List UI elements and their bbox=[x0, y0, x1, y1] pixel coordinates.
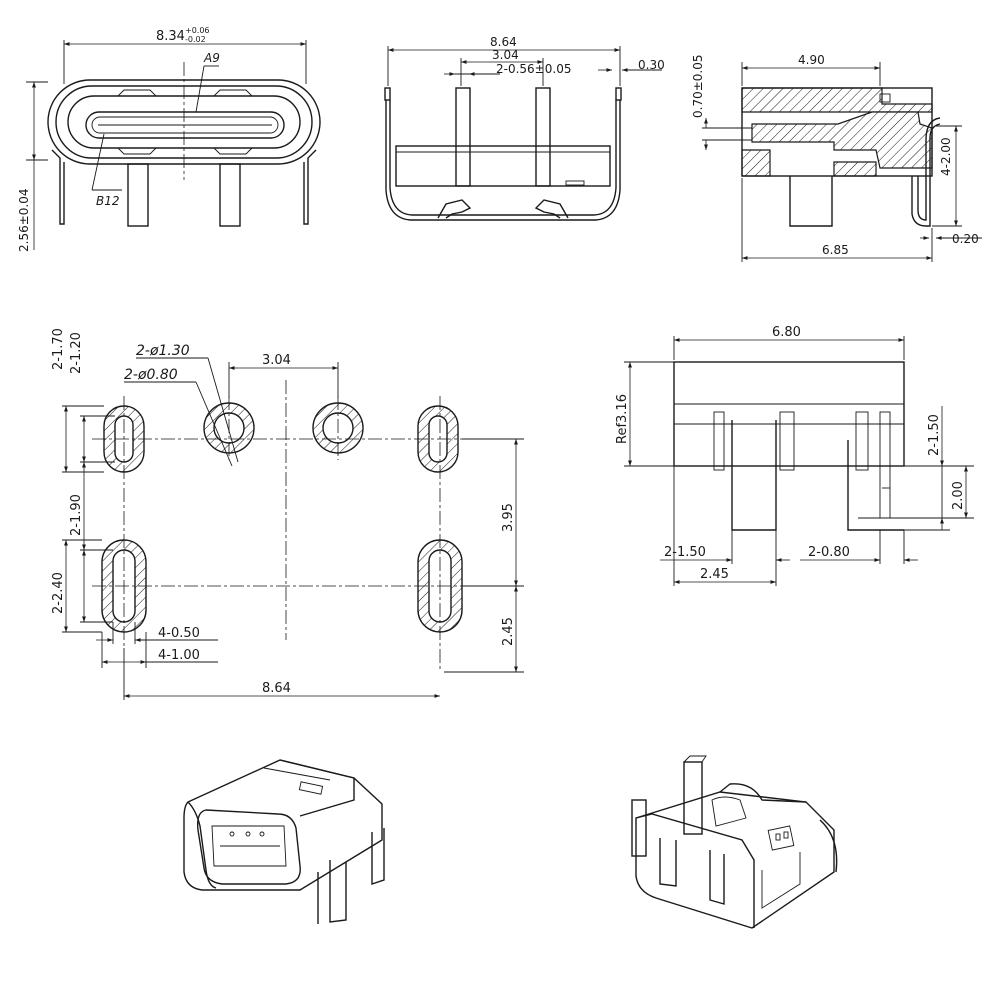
side-thickness-label: 0.20 bbox=[952, 232, 979, 246]
slot-pad-width-label: 4-1.00 bbox=[158, 648, 200, 663]
side-view: 4.90 0.70±0.05 4-2.00 0.20 6.85 bbox=[691, 53, 982, 262]
side-leg-label: 4-2.00 bbox=[939, 137, 953, 176]
slot-drill-width-label: 4-0.50 bbox=[158, 626, 200, 641]
bottom-offset-label: 2.45 bbox=[501, 617, 516, 646]
side-length-label: 4.90 bbox=[798, 53, 825, 67]
isometric-rear-view bbox=[631, 755, 838, 929]
side-shell-label: 0.70±0.05 bbox=[691, 55, 705, 119]
bottom-leg-width-label: 2-1.50 bbox=[664, 545, 706, 560]
front-width-label: 8.34 bbox=[156, 29, 185, 44]
pin-a-label: A9 bbox=[203, 51, 220, 65]
rear-pitch-label: 3.04 bbox=[492, 48, 519, 62]
rear-overall-label: 8.64 bbox=[490, 35, 517, 49]
hole-pad-label: 2-ø1.30 bbox=[136, 343, 190, 359]
side-overall-label: 6.85 bbox=[822, 243, 849, 257]
bottom-width-label: 6.80 bbox=[772, 325, 801, 340]
bottom-leg-top-label: 2-1.50 bbox=[927, 414, 942, 456]
hole-pitch-label: 3.04 bbox=[262, 353, 291, 368]
front-view: 8.34 +0.06 -0.02 A9 B12 bbox=[17, 26, 321, 253]
row-spacing-label: 3.95 bbox=[501, 503, 516, 532]
slot2-height-label: 2-2.40 bbox=[51, 572, 66, 614]
rear-view: 8.64 3.04 2-0.56±0.05 0.30 bbox=[384, 35, 665, 221]
rear-tab-thickness-label: 0.30 bbox=[638, 58, 665, 72]
overall-width-label: 8.64 bbox=[262, 681, 291, 696]
pin-b-label: B12 bbox=[96, 194, 120, 208]
bottom-spacing-label: 2.45 bbox=[700, 567, 729, 582]
front-width-tol-upper: +0.06 bbox=[185, 26, 210, 35]
rear-pin-width-label: 2-0.56±0.05 bbox=[496, 62, 571, 76]
slot1-height-label: 2-1.70 bbox=[51, 328, 66, 370]
hole-drill-label: 2-ø0.80 bbox=[124, 367, 178, 383]
front-width-tol-lower: -0.02 bbox=[185, 35, 206, 44]
bottom-pin-width-label: 2-0.80 bbox=[808, 545, 850, 560]
bottom-height-label: Ref3.16 bbox=[615, 394, 630, 444]
bottom-leg-length-label: 2.00 bbox=[951, 481, 966, 510]
slot1-drill-label: 2-1.20 bbox=[69, 332, 84, 374]
bottom-view: 6.80 Ref3.16 2-1.50 2.00 bbox=[615, 325, 974, 586]
front-height-label: 2.56±0.04 bbox=[17, 189, 31, 253]
isometric-front-view bbox=[183, 759, 385, 924]
pcb-footprint: 2-1.70 2-1.20 2-1.90 2-2.40 2-ø1.30 2-ø0… bbox=[51, 328, 524, 700]
row-gap-label: 2-1.90 bbox=[69, 494, 84, 536]
